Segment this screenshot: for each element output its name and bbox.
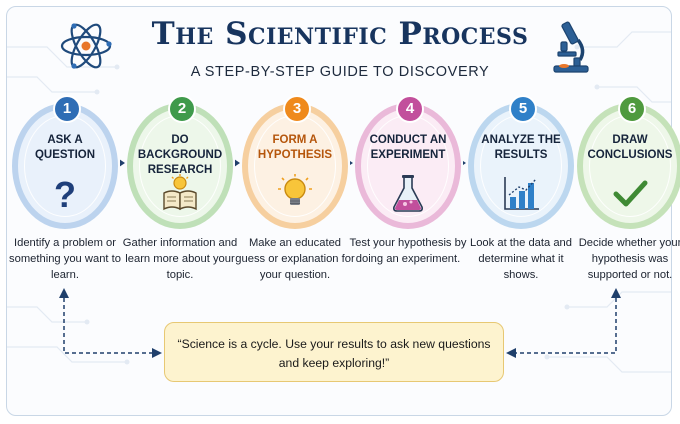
step-number-badge: 4	[396, 95, 424, 123]
flow-arrow-head	[463, 161, 466, 165]
bar-chart-icon	[504, 177, 539, 210]
cycle-arrow-up-left	[59, 288, 69, 298]
cycle-arrow-up-right	[611, 288, 621, 298]
question-mark-icon: ?	[54, 174, 76, 213]
step-title: CONDUCT AN EXPERIMENT	[369, 134, 447, 161]
microscope-icon	[553, 21, 589, 73]
flow-arrow	[350, 161, 353, 165]
step-number-badge: 1	[53, 95, 81, 123]
step-description: Make an educated guess or explanation fo…	[235, 237, 355, 281]
step-description: Look at the data and determine what it s…	[469, 237, 572, 281]
page-title: The Scientific Process	[151, 16, 529, 52]
page-subtitle: A STEP-BY-STEP GUIDE TO DISCOVERY	[190, 64, 490, 80]
cycle-arrow-into-quote	[152, 348, 162, 358]
flow-arrow-head	[235, 159, 240, 167]
quote-text: “Science is a cycle. Use your results to…	[177, 337, 491, 370]
step-title: DO BACKGROUND RESEARCH	[137, 134, 223, 176]
atom-icon	[60, 23, 112, 69]
flow-arrow	[463, 161, 466, 165]
quote-callout: “Science is a cycle. Use your results to…	[164, 322, 504, 382]
svg-text:?: ?	[54, 174, 76, 213]
cycle-arrow-from-right	[506, 348, 516, 358]
step-title: FORM A HYPOTHESIS	[257, 134, 333, 161]
checkmark-icon	[613, 180, 648, 207]
step-title: ASK A QUESTION	[34, 134, 96, 161]
flow-arrow	[120, 159, 125, 167]
step-title: ANALYZE THE RESULTS	[481, 134, 561, 161]
step-description: Gather information and learn more about …	[122, 237, 238, 281]
step-number-badge: 6	[618, 95, 646, 123]
flow-arrow-head	[120, 159, 125, 167]
lightbulb-icon	[278, 174, 312, 205]
step-number-badge: 5	[509, 95, 537, 123]
step-description: Identify a problem or something you want…	[9, 237, 121, 281]
flow-arrow	[235, 159, 240, 167]
step-description: Test your hypothesis by doing an experim…	[349, 237, 467, 265]
step-oval	[242, 103, 348, 229]
flask-icon	[393, 175, 423, 212]
step-title: DRAW CONCLUSIONS	[587, 134, 673, 161]
step-number-badge: 2	[168, 95, 196, 123]
flow-arrow-head	[350, 161, 353, 165]
open-book-icon	[163, 174, 197, 211]
step-description: Decide whether your hypothesis was suppo…	[578, 237, 680, 281]
step-number-badge: 3	[283, 95, 311, 123]
